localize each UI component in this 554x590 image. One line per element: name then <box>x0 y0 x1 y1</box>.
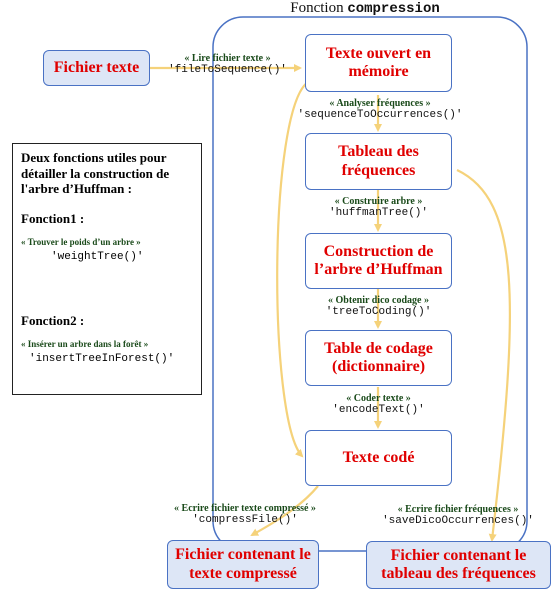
node-out-compressed-label: Fichier contenant le texte compressé <box>175 546 311 582</box>
edge-build-tree-func: 'huffmanTree()' <box>328 207 429 219</box>
node-freq-table-label: Tableau des fréquences <box>338 143 419 179</box>
arrow-write-compressed <box>250 485 319 536</box>
node-code-table: Table de codage (dictionnaire) <box>305 330 452 386</box>
edge-encode-text: « Coder texte » <box>346 393 411 404</box>
helper-f2-func: 'insertTreeInForest()' <box>29 352 175 365</box>
edge-analyze-text: « Analyser fréquences » <box>329 98 431 109</box>
node-open-text-label: Texte ouvert en mémoire <box>325 44 432 80</box>
node-out-freq-label: Fichier contenant le tableau des fréquen… <box>381 546 536 582</box>
node-coded-text: Texte codé <box>305 430 452 486</box>
node-huffman-build: Construction de l’arbre d’Huffman <box>305 233 452 289</box>
function-title-name: compression <box>347 1 440 17</box>
edge-label-read: « Lire fichier texte » 'fileToSequence()… <box>160 53 295 76</box>
node-input-file: Fichier texte <box>43 50 150 86</box>
node-code-table-label: Table de codage (dictionnaire) <box>324 339 433 375</box>
node-freq-table: Tableau des fréquences <box>305 133 452 190</box>
edge-read-text: « Lire fichier texte » <box>184 53 271 64</box>
edge-build-tree-text: « Construire arbre » <box>334 196 423 207</box>
edge-coding-func: 'treeToCoding()' <box>325 306 432 318</box>
function-title-prefix: Fonction <box>290 0 344 16</box>
node-input-file-label: Fichier texte <box>53 58 140 76</box>
arrow-write-freq <box>456 169 511 542</box>
edge-write-freq-text: « Ecrire fichier fréquences » <box>397 504 519 515</box>
helper-f1-heading: Fonction1 : <box>21 210 85 226</box>
node-out-compressed: Fichier contenant le texte compressé <box>167 540 319 589</box>
edge-label-encode: « Coder texte » 'encodeText()' <box>305 393 452 416</box>
node-coded-text-label: Texte codé <box>342 448 415 466</box>
function-title: Fonction compression <box>250 0 480 17</box>
arrow-open-to-coded <box>276 81 309 458</box>
edge-label-build-tree: « Construire arbre » 'huffmanTree()' <box>305 196 452 219</box>
edge-label-write-freq: « Ecrire fichier fréquences » 'saveDicoO… <box>368 504 548 527</box>
edge-label-analyze: « Analyser fréquences » 'sequenceToOccur… <box>290 98 470 121</box>
edge-encode-func: 'encodeText()' <box>332 404 425 416</box>
helper-f1-func: 'weightTree()' <box>51 250 144 263</box>
helper-functions-panel: Deux fonctions utiles pour détailler la … <box>12 143 202 395</box>
node-huffman-build-label: Construction de l’arbre d’Huffman <box>314 242 443 278</box>
helper-f2-text: « Insérer un arbre dans la forêt » <box>21 338 149 349</box>
edge-read-func: 'fileToSequence()' <box>168 64 287 76</box>
edge-coding-text: « Obtenir dico codage » <box>328 295 429 306</box>
helper-intro: Deux fonctions utiles pour détailler la … <box>21 150 170 197</box>
edge-write-freq-func: 'saveDicoOccurrences()' <box>382 515 534 527</box>
node-out-freq: Fichier contenant le tableau des fréquen… <box>366 541 551 589</box>
node-open-text: Texte ouvert en mémoire <box>305 34 452 92</box>
helper-f2-heading: Fonction2 : <box>21 312 85 328</box>
helper-f1-text: « Trouver le poids d’un arbre » <box>21 236 141 247</box>
edge-write-compressed-text: « Ecrire fichier texte compressé » <box>174 503 316 514</box>
edge-write-compressed-func: 'compressFile()' <box>192 514 298 526</box>
edge-label-write-compressed: « Ecrire fichier texte compressé » 'comp… <box>150 503 340 526</box>
edge-analyze-func: 'sequenceToOccurrences()' <box>297 109 463 121</box>
edge-label-coding: « Obtenir dico codage » 'treeToCoding()' <box>300 295 457 318</box>
